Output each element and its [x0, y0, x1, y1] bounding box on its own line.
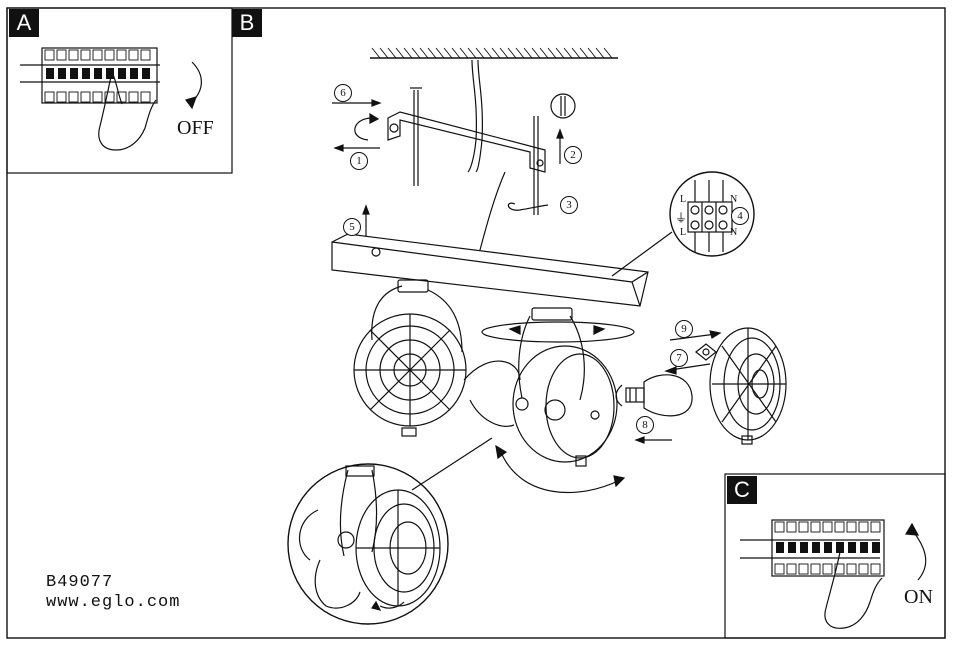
wing-nut: [664, 330, 722, 375]
website-text: www.eglo.com: [46, 593, 181, 612]
step-1-marker: 1: [350, 152, 368, 170]
panel-c-box: [724, 473, 946, 639]
step-9-marker: 9: [675, 320, 693, 338]
step-7-marker: 7: [670, 349, 688, 367]
ceiling-hatch: [370, 47, 618, 59]
rotation-indicator: [481, 321, 635, 343]
switch-on-label: ON: [904, 586, 933, 608]
step-6-marker: 6: [334, 84, 352, 102]
supply-cable: [479, 171, 506, 251]
adjustment-detail-zoom: [287, 463, 449, 625]
step-8-marker: 8: [636, 416, 654, 434]
fuse-box-on-illustration: [740, 519, 927, 629]
sheet-border: [6, 7, 946, 639]
tilt-arc-indicator: [499, 449, 621, 494]
step-5-marker: 5: [343, 218, 361, 236]
panel-a-box: [6, 7, 233, 174]
earth-symbol-icon: ⏚: [675, 211, 688, 225]
panel-a-label: A: [9, 9, 39, 37]
right-spotlight: [512, 307, 618, 467]
terminal-label-left-top: L: [680, 194, 687, 205]
step-2-marker: 2: [564, 146, 582, 164]
terminal-label-left-bottom: L: [680, 227, 687, 238]
zoom-callout-line: [411, 437, 493, 491]
model-number: B49077: [46, 573, 114, 592]
step-3-marker: 3: [560, 196, 578, 214]
fuse-box-off-illustration: [20, 47, 202, 151]
terminal-label-right-top: N: [730, 194, 738, 205]
panel-b-label: B: [232, 9, 262, 37]
terminal-label-right-bottom: N: [730, 227, 738, 238]
mounting-bracket: [332, 59, 576, 236]
light-bulb: [615, 374, 693, 444]
switch-off-label: OFF: [177, 117, 214, 139]
front-grille: [709, 327, 787, 445]
canopy-base-plate: [331, 233, 649, 307]
step-4-marker: 4: [731, 207, 749, 225]
panel-c-label: C: [727, 476, 757, 504]
left-spotlight: [353, 279, 521, 437]
